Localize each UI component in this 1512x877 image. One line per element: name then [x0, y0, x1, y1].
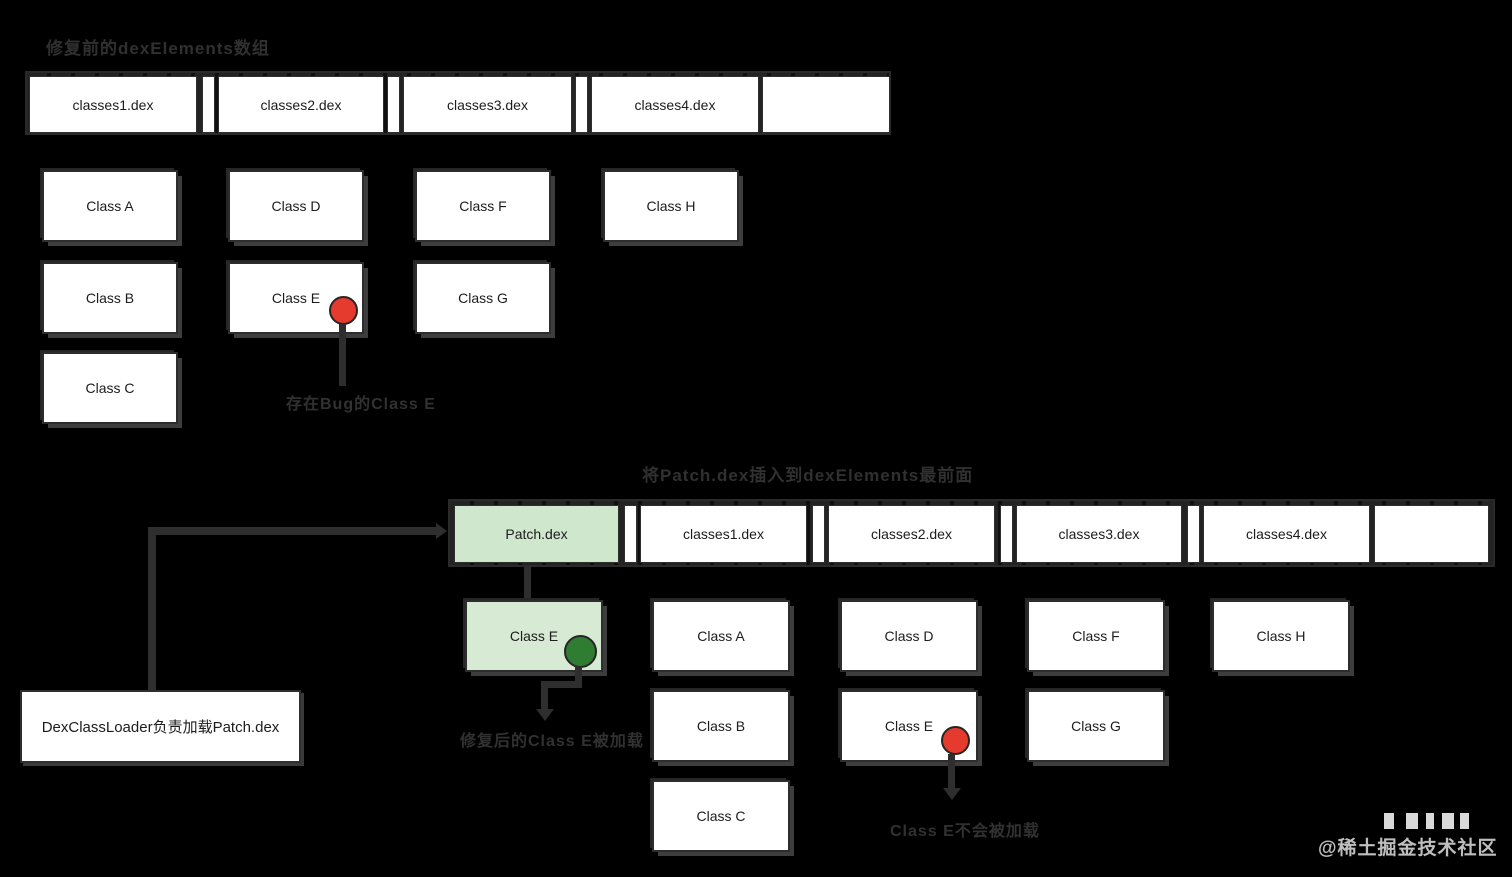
dex-cell-empty	[1374, 505, 1489, 563]
fixed-connector-seg3	[541, 681, 548, 711]
dex-cell-classes1: classes1.dex	[29, 76, 197, 133]
dex-separator	[624, 505, 637, 563]
dex-separator	[1187, 505, 1200, 563]
fixed-connector-seg2	[541, 681, 582, 688]
after-bug-caption: Class E不会被加载	[890, 823, 1040, 840]
fixed-connector-seg1	[575, 666, 582, 688]
class-box-a: Class A	[42, 170, 178, 242]
bug-dot	[941, 726, 970, 755]
class-box-d: Class D	[840, 600, 978, 672]
dex-separator	[202, 76, 215, 133]
dex-cell-empty	[762, 76, 890, 133]
dex-separator	[812, 505, 825, 563]
class-box-b: Class B	[42, 262, 178, 334]
watermark-tick	[1406, 813, 1418, 829]
patch-to-class-connector	[524, 566, 531, 601]
dex-separator	[387, 76, 400, 133]
class-box-c: Class C	[42, 352, 178, 424]
class-box-h: Class H	[603, 170, 739, 242]
after-patched-caption: 修复后的Class E被加载	[460, 733, 644, 750]
dex-cell-classes2: classes2.dex	[828, 505, 995, 563]
dex-cell-classes2: classes2.dex	[218, 76, 384, 133]
loader-connector-arrowhead	[436, 523, 447, 539]
dex-cell-classes1: classes1.dex	[640, 505, 807, 563]
dexclassloader-box: DexClassLoader负责加载Patch.dex	[20, 690, 301, 763]
class-box-g: Class G	[1027, 690, 1165, 762]
loader-connector-horizontal	[148, 527, 436, 535]
class-box-b: Class B	[652, 690, 790, 762]
dex-separator	[575, 76, 588, 133]
dex-cell-patch: Patch.dex	[454, 505, 619, 563]
bug-connector-line	[948, 754, 955, 790]
fixed-dot	[564, 635, 597, 668]
after-dex-array-strip: Patch.dex classes1.dex classes2.dex clas…	[448, 499, 1495, 567]
class-box-g: Class G	[415, 262, 551, 334]
juejin-watermark: @稀土掘金技术社区	[1318, 838, 1498, 859]
class-box-c: Class C	[652, 780, 790, 852]
class-box-a: Class A	[652, 600, 790, 672]
fixed-connector-arrowhead	[536, 709, 554, 721]
class-box-f: Class F	[1027, 600, 1165, 672]
dex-cell-classes3: classes3.dex	[403, 76, 572, 133]
watermark-tick	[1460, 813, 1469, 829]
after-section-title: 将Patch.dex插入到dexElements最前面	[642, 466, 974, 485]
dex-separator	[1000, 505, 1013, 563]
class-box-f: Class F	[415, 170, 551, 242]
bug-dot	[329, 296, 358, 325]
before-bug-caption: 存在Bug的Class E	[286, 396, 436, 413]
watermark-tick	[1426, 813, 1434, 829]
class-box-h: Class H	[1212, 600, 1350, 672]
watermark-tick	[1442, 813, 1454, 829]
bug-connector-line	[339, 324, 346, 386]
class-box-d: Class D	[228, 170, 364, 242]
before-dex-array-strip: classes1.dex classes2.dex classes3.dex c…	[25, 71, 891, 135]
bug-connector-arrowhead	[943, 788, 961, 800]
dex-cell-classes3: classes3.dex	[1016, 505, 1182, 563]
watermark-tick	[1384, 813, 1394, 829]
dex-cell-classes4: classes4.dex	[591, 76, 759, 133]
loader-connector-vertical	[148, 527, 156, 692]
dex-cell-classes4: classes4.dex	[1203, 505, 1370, 563]
before-section-title: 修复前的dexElements数组	[46, 39, 270, 58]
